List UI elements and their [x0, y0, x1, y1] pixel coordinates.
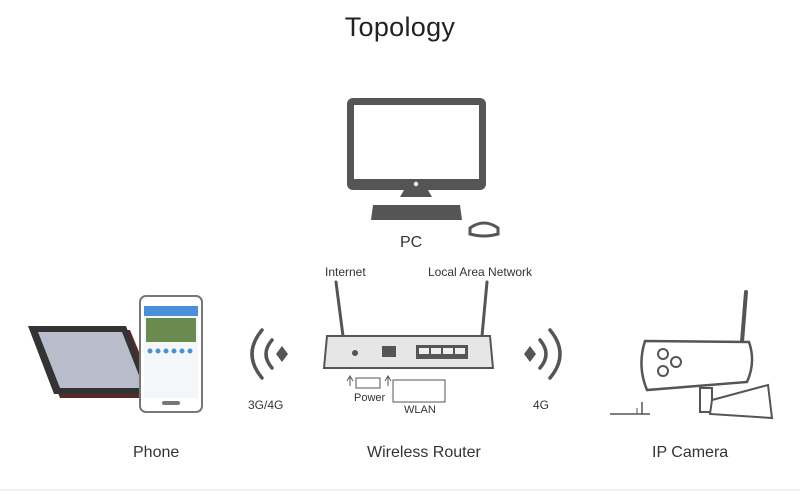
- wireless-signal-icon-right: [524, 328, 562, 380]
- pc-label: PC: [400, 234, 423, 251]
- ip-camera-icon: [610, 290, 774, 420]
- lan-label: Local Area Network: [428, 265, 533, 279]
- power-label: Power: [354, 392, 386, 404]
- phone-icon: [28, 295, 203, 413]
- wireless-signal-icon-left: [250, 328, 288, 380]
- wlan-label: WLAN: [404, 404, 436, 416]
- camera-label: IP Camera: [652, 444, 729, 461]
- router-icon: [322, 280, 495, 403]
- camera-link-label: 4G: [533, 398, 550, 412]
- phone-link-label: 3G/4G: [248, 398, 284, 412]
- internet-label: Internet: [325, 265, 366, 279]
- phone-label: Phone: [133, 444, 180, 461]
- router-label: Wireless Router: [367, 444, 481, 461]
- diagram-title: Topology: [344, 12, 456, 42]
- pc-icon: [347, 98, 500, 238]
